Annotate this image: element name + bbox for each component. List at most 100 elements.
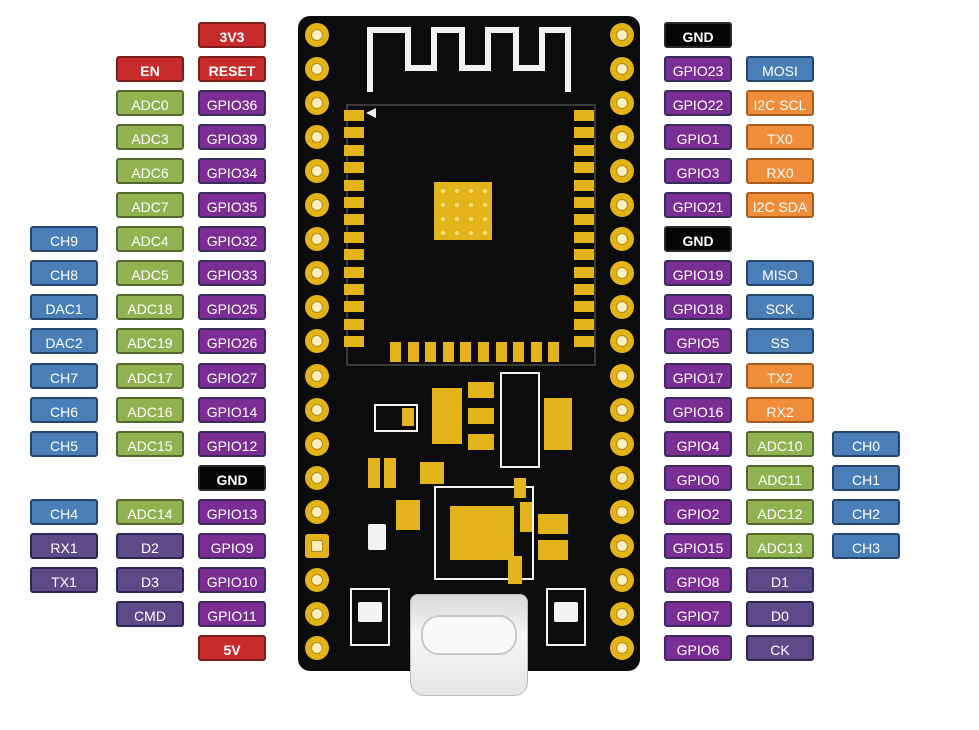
pin-label-right-adc12: ADC12 [746, 498, 814, 525]
pin-label-right-gpio18: GPIO18 [664, 294, 732, 321]
antenna-trace [367, 27, 571, 92]
pin-label-right-i2c-sda: I2C SDA [746, 192, 814, 219]
module-pad [574, 231, 594, 243]
header-hole-left [305, 329, 329, 354]
pin-label-left-d3: D3 [116, 566, 184, 593]
header-hole-right [610, 261, 634, 286]
header-hole-right [610, 635, 634, 660]
pin-label-left-gpio33: GPIO33 [198, 260, 266, 287]
header-hole-right [610, 329, 634, 354]
cap-pad [544, 398, 572, 450]
smd-pad [396, 500, 420, 530]
pin-label-right-gnd: GND [664, 22, 732, 48]
module-pad [344, 336, 364, 348]
module-pad [344, 231, 364, 243]
usb-c-port [421, 615, 517, 655]
pin-label-right-mosi: MOSI [746, 56, 814, 83]
smd-pad [368, 458, 380, 488]
smd-resistor [368, 524, 386, 550]
pin-label-right-rx2: RX2 [746, 396, 814, 423]
pin-label-right-gpio6: GPIO6 [664, 634, 732, 661]
module-pad [574, 318, 594, 330]
module-pad [574, 214, 594, 226]
header-hole-left [305, 227, 329, 252]
pin-label-right-tx2: TX2 [746, 362, 814, 389]
pin-label-left-adc4: ADC4 [116, 226, 184, 253]
button-outline [546, 588, 586, 646]
pin-label-right-adc11: ADC11 [746, 464, 814, 491]
pin-label-left-ch6: CH6 [30, 396, 98, 423]
pin-label-left-ch4: CH4 [30, 498, 98, 525]
module-pad [344, 249, 364, 261]
module-pad [574, 144, 594, 156]
smd-pad [538, 540, 568, 560]
usb-uart-chip [450, 506, 514, 560]
module-pad [407, 342, 419, 362]
module-pad [574, 127, 594, 139]
header-hole-left [305, 397, 329, 422]
header-hole-right [610, 125, 634, 150]
pin-label-right-gpio19: GPIO19 [664, 260, 732, 287]
module-pad [574, 249, 594, 261]
module-pad [344, 318, 364, 330]
pin-label-left-adc19: ADC19 [116, 328, 184, 355]
pin-label-right-gpio5: GPIO5 [664, 328, 732, 355]
module-pad [513, 342, 525, 362]
header-hole-left [305, 261, 329, 286]
pin-label-right-gpio7: GPIO7 [664, 600, 732, 627]
header-hole-right [610, 193, 634, 218]
pin-label-right-ss: SS [746, 328, 814, 355]
header-hole-right [610, 23, 634, 47]
module-pad [344, 284, 364, 295]
module-pad [574, 162, 594, 174]
module-pad [574, 197, 594, 208]
pin-label-left-gpio10: GPIO10 [198, 566, 266, 593]
regulator-pad [468, 408, 494, 424]
pin-label-right-i2c-scl: I2C SCL [746, 90, 814, 117]
pin1-marker [366, 108, 376, 118]
header-hole-left [305, 23, 329, 47]
header-hole-left [305, 193, 329, 218]
pin-label-left-reset: RESET [198, 56, 266, 83]
pin-label-right-miso: MISO [746, 260, 814, 287]
pin-label-right-d1: D1 [746, 566, 814, 593]
pin-label-left-gpio27: GPIO27 [198, 362, 266, 389]
pin-label-right-gpio1: GPIO1 [664, 124, 732, 151]
module-pad [530, 342, 542, 362]
module-pad [460, 342, 472, 362]
pin-label-left-5v: 5V [198, 634, 266, 661]
header-hole-left [305, 363, 329, 388]
module-pad [574, 179, 594, 191]
pin-label-right-ch1: CH1 [832, 464, 900, 491]
pin-label-right-d0: D0 [746, 600, 814, 627]
module-pad [344, 214, 364, 226]
pin-label-right-ch3: CH3 [832, 532, 900, 559]
pin-label-right-gpio15: GPIO15 [664, 532, 732, 559]
header-hole-right [610, 159, 634, 184]
module-pad [344, 197, 364, 208]
header-hole-right [610, 567, 634, 592]
smd-pad [538, 514, 568, 534]
header-hole-right [610, 295, 634, 320]
pin-label-right-gpio0: GPIO0 [664, 464, 732, 491]
module-pad [574, 336, 594, 348]
module-pad [425, 342, 437, 362]
module-pad [548, 342, 560, 362]
smd-pad [402, 408, 414, 426]
pin-label-right-ch0: CH0 [832, 430, 900, 457]
pin-label-left-gpio25: GPIO25 [198, 294, 266, 321]
usb-c-connector[interactable] [410, 594, 528, 696]
pin-label-left-gpio13: GPIO13 [198, 498, 266, 525]
pin-label-left-dac1: DAC1 [30, 294, 98, 321]
module-pad [390, 342, 401, 362]
module-pad [344, 110, 364, 121]
header-hole-left [305, 465, 329, 490]
pin-label-left-adc6: ADC6 [116, 158, 184, 185]
pin-label-left-cmd: CMD [116, 600, 184, 627]
esp32-board [298, 16, 640, 671]
pin-label-left-3v3: 3V3 [198, 22, 266, 48]
header-hole-right [610, 533, 634, 558]
smd-pad [420, 462, 444, 484]
module-pad [344, 301, 364, 313]
